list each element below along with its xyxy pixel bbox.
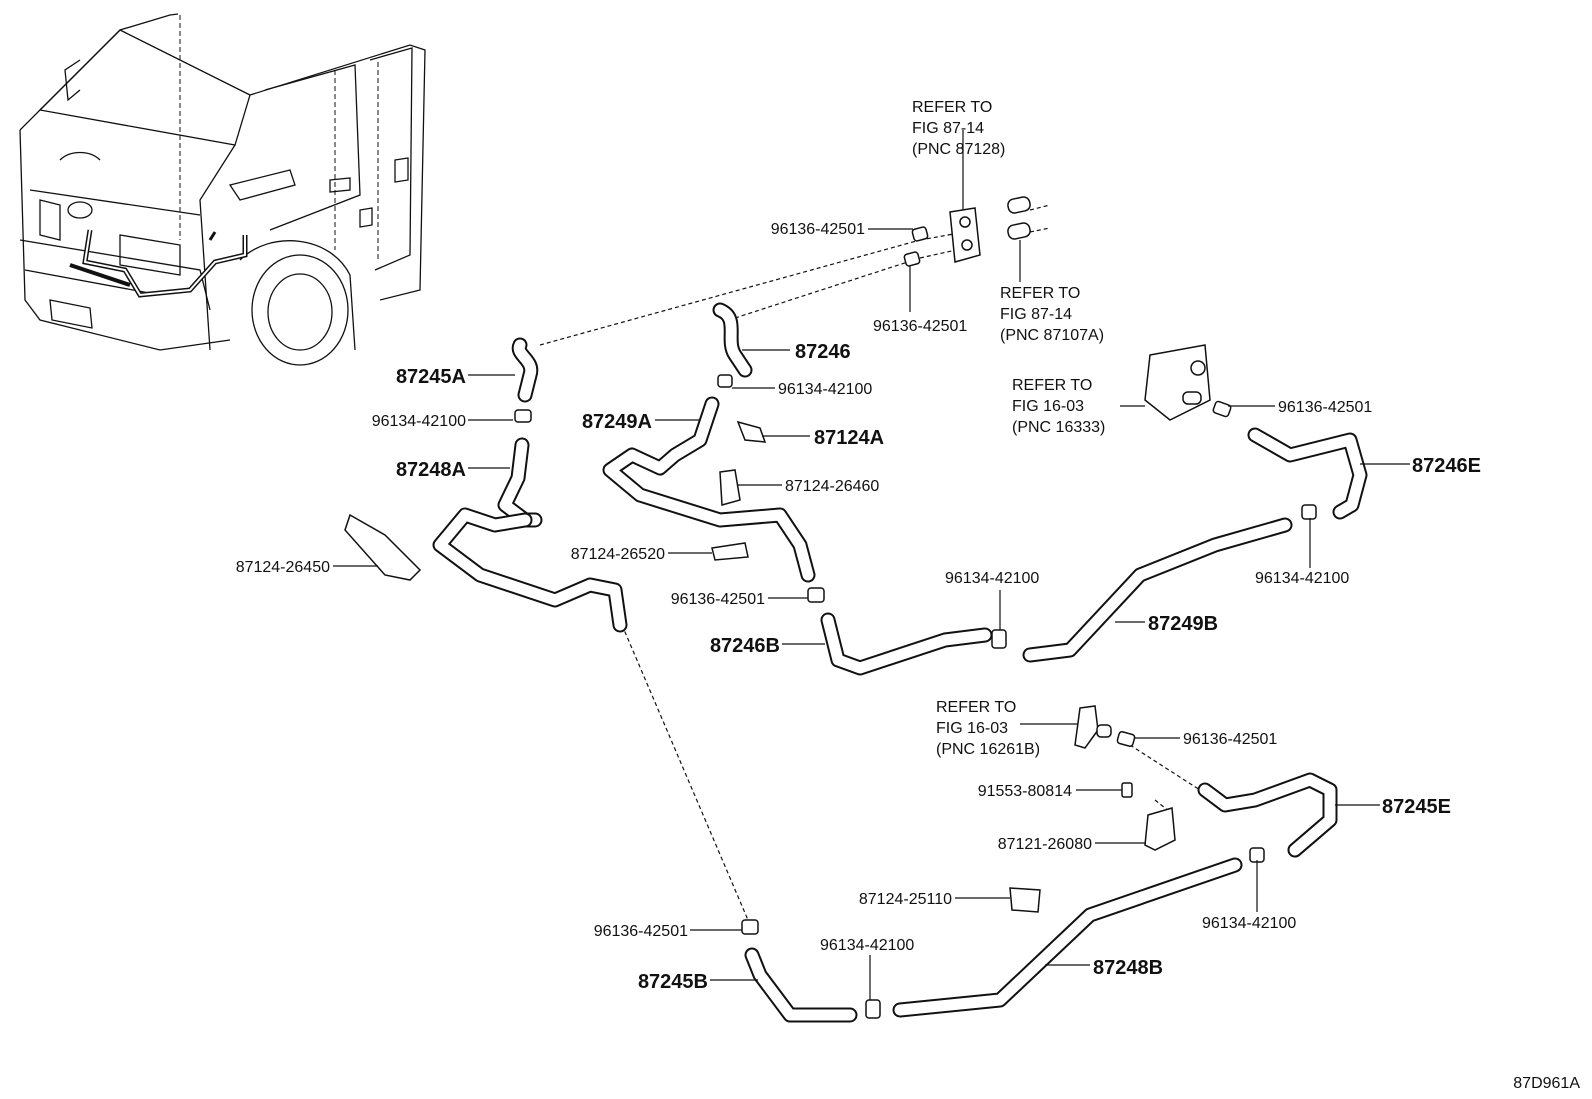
reference-note-87107A: REFER TO FIG 87-14 (PNC 87107A): [1000, 285, 1104, 344]
water-valve-16333: [1144, 344, 1211, 421]
part-label[interactable]: 87245A: [396, 366, 466, 388]
hose-clamp: [991, 629, 1007, 649]
part-label[interactable]: 96134-42100: [1202, 915, 1296, 932]
part-label[interactable]: 87246E: [1412, 455, 1481, 477]
hose-clamp: [1116, 731, 1136, 747]
part-label[interactable]: 96134-42100: [778, 381, 872, 398]
ref-line3: (PNC 87128): [912, 141, 1005, 158]
part-label[interactable]: 87124-26520: [571, 546, 665, 563]
pipe-stub: [1007, 222, 1031, 240]
hose-clamp: [1301, 504, 1317, 520]
van-illustration: [19, 13, 426, 366]
bracket-87121-26080: [1144, 807, 1176, 851]
hose-clamp: [903, 251, 921, 267]
part-label[interactable]: 87124A: [814, 427, 884, 449]
hose-clamp: [807, 587, 825, 603]
ref-line2: FIG 16-03: [1012, 398, 1084, 415]
part-label[interactable]: 87248B: [1093, 957, 1163, 979]
grommet-plate: [949, 207, 981, 263]
ref-line3: (PNC 16333): [1012, 419, 1105, 436]
part-label[interactable]: 96136-42501: [671, 591, 765, 608]
part-label[interactable]: 87246: [795, 341, 851, 363]
part-label[interactable]: 87246B: [710, 635, 780, 657]
hoses: [432, 302, 1368, 1023]
part-label[interactable]: 91553-80814: [978, 783, 1072, 800]
part-label[interactable]: 96136-42501: [594, 923, 688, 940]
reference-note-16333: REFER TO FIG 16-03 (PNC 16333): [1012, 377, 1105, 436]
ref-line2: FIG 87-14: [912, 120, 984, 137]
leader-lines: [333, 130, 1410, 1000]
part-label[interactable]: 96136-42501: [873, 318, 967, 335]
hose-clamp: [1249, 847, 1265, 863]
hose-clamp: [717, 374, 733, 388]
part-label[interactable]: 87248A: [396, 459, 466, 481]
part-label[interactable]: 87249A: [582, 411, 652, 433]
hose-clamp: [1212, 400, 1232, 418]
ref-line1: REFER TO: [936, 699, 1016, 716]
ref-line3: (PNC 87107A): [1000, 327, 1104, 344]
reference-note-87128: REFER TO FIG 87-14 (PNC 87128): [912, 99, 1005, 158]
water-fitting-16261B: [1074, 705, 1099, 749]
part-label[interactable]: 96134-42100: [1255, 570, 1349, 587]
ref-line2: FIG 87-14: [1000, 306, 1072, 323]
bracket-87124-26450: [344, 513, 422, 581]
part-label[interactable]: 87245E: [1382, 796, 1451, 818]
part-label[interactable]: 87249B: [1148, 613, 1218, 635]
hose-clamp: [865, 999, 881, 1019]
part-label[interactable]: 96134-42100: [372, 413, 466, 430]
clip-87124-26520: [711, 542, 749, 561]
part-label[interactable]: 96136-42501: [1183, 731, 1277, 748]
ref-line1: REFER TO: [912, 99, 992, 116]
clamp-87124-25110: [1009, 887, 1041, 913]
bolt: [1121, 782, 1133, 798]
hose-clamp: [741, 919, 759, 935]
reference-note-16261B: REFER TO FIG 16-03 (PNC 16261B): [936, 699, 1040, 758]
ref-line1: REFER TO: [1000, 285, 1080, 302]
part-label[interactable]: 96136-42501: [771, 221, 865, 238]
part-label[interactable]: 87121-26080: [998, 836, 1092, 853]
part-label[interactable]: 87124-25110: [859, 891, 952, 908]
clip-87124A: [736, 420, 767, 443]
ref-line3: (PNC 16261B): [936, 741, 1040, 758]
ref-line2: FIG 16-03: [936, 720, 1008, 737]
part-label[interactable]: 96134-42100: [945, 570, 1039, 587]
clip-87124-26460: [719, 469, 741, 506]
pipe-stub: [1007, 196, 1031, 214]
part-label[interactable]: 87245B: [638, 971, 708, 993]
hose-clamp: [514, 409, 532, 423]
ref-line1: REFER TO: [1012, 377, 1092, 394]
part-label[interactable]: 87124-26460: [785, 478, 879, 495]
part-label[interactable]: 87124-26450: [236, 559, 330, 576]
part-label[interactable]: 96134-42100: [820, 937, 914, 954]
part-label[interactable]: 96136-42501: [1278, 399, 1372, 416]
clamps-and-brackets: [344, 196, 1317, 1019]
part-number-labels: 96136-42501 96136-42501 87246 96134-4210…: [236, 221, 1481, 993]
diagram-id: 87D961A: [1513, 1075, 1580, 1092]
dashed-connections: [539, 204, 1201, 921]
hose-clamp: [911, 226, 929, 242]
